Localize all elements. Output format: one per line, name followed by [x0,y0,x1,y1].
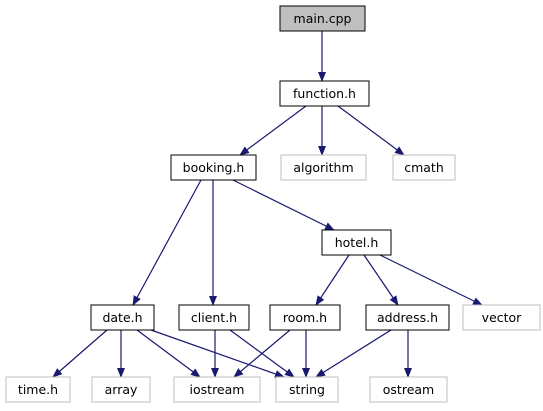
edge-arrow [232,179,335,231]
edges-layer [52,31,483,378]
node-label: ostream [383,382,434,397]
node-box [178,304,250,331]
node-date-h[interactable]: date.h [90,304,155,331]
node-label: algorithm [293,160,353,175]
node-label: room.h [283,310,327,325]
edge-arrow [337,105,405,156]
edge-booking_h-to-date_h [132,179,202,306]
node-cmath: cmath [392,154,456,181]
edge-function_h-to-booking_h [239,105,307,156]
edge-booking_h-to-hotel_h [232,179,335,231]
node-box [462,304,541,331]
edge-arrow [315,254,350,306]
node-function-h[interactable]: function.h [279,80,370,107]
edge-function_h-to-cmath [337,105,405,156]
node-ostream: ostream [369,376,448,403]
edge-arrow [363,254,399,306]
node-box [5,376,71,403]
node-box [91,376,151,403]
nodes-layer: main.cpp function.h booking.h algorithm cmat… [5,5,541,403]
edge-hotel_h-to-address_h [363,254,399,306]
node-box [90,304,155,331]
edge-arrow [233,329,291,378]
node-label: vector [482,310,523,325]
edge-date_h-to-iostream [136,329,201,378]
node-iostream: iostream [173,376,261,403]
node-box [279,80,370,107]
edge-arrow [150,329,285,378]
node-label: main.cpp [294,11,352,26]
node-label: date.h [102,310,142,325]
node-label: hotel.h [335,235,379,250]
node-array: array [91,376,151,403]
edge-hotel_h-to-vector [379,254,483,306]
node-label: string [289,382,325,397]
node-label: function.h [293,86,356,101]
node-client-h[interactable]: client.h [178,304,250,331]
node-label: iostream [190,382,245,397]
node-booking-h[interactable]: booking.h [170,154,257,181]
node-address-h[interactable]: address.h [365,304,450,331]
node-label: address.h [377,310,438,325]
node-box [173,376,261,403]
node-box [392,154,456,181]
edge-date_h-to-time_h [52,329,108,378]
edge-arrow [132,179,202,306]
node-box [280,154,367,181]
edge-arrow [52,329,108,378]
node-box [369,376,448,403]
node-label: cmath [404,160,444,175]
node-label: booking.h [183,160,245,175]
node-box [279,5,366,32]
node-string: string [275,376,339,403]
node-box [321,229,392,256]
edge-arrow [315,329,392,378]
node-label: array [105,382,138,397]
edge-date_h-to-string [150,329,285,378]
node-hotel-h[interactable]: hotel.h [321,229,392,256]
node-label: client.h [191,310,237,325]
node-box [275,376,339,403]
node-box [170,154,257,181]
node-box [269,304,341,331]
node-label: time.h [18,382,58,397]
edge-address_h-to-string [315,329,392,378]
node-box [365,304,450,331]
edge-arrow [379,254,483,306]
edge-room_h-to-iostream [233,329,291,378]
node-algorithm: algorithm [280,154,367,181]
edge-hotel_h-to-room_h [315,254,350,306]
node-vector: vector [462,304,541,331]
edge-arrow [239,105,307,156]
node-room-h[interactable]: room.h [269,304,341,331]
node-time-h: time.h [5,376,71,403]
edge-arrow [136,329,201,378]
node-main-cpp[interactable]: main.cpp [279,5,366,32]
